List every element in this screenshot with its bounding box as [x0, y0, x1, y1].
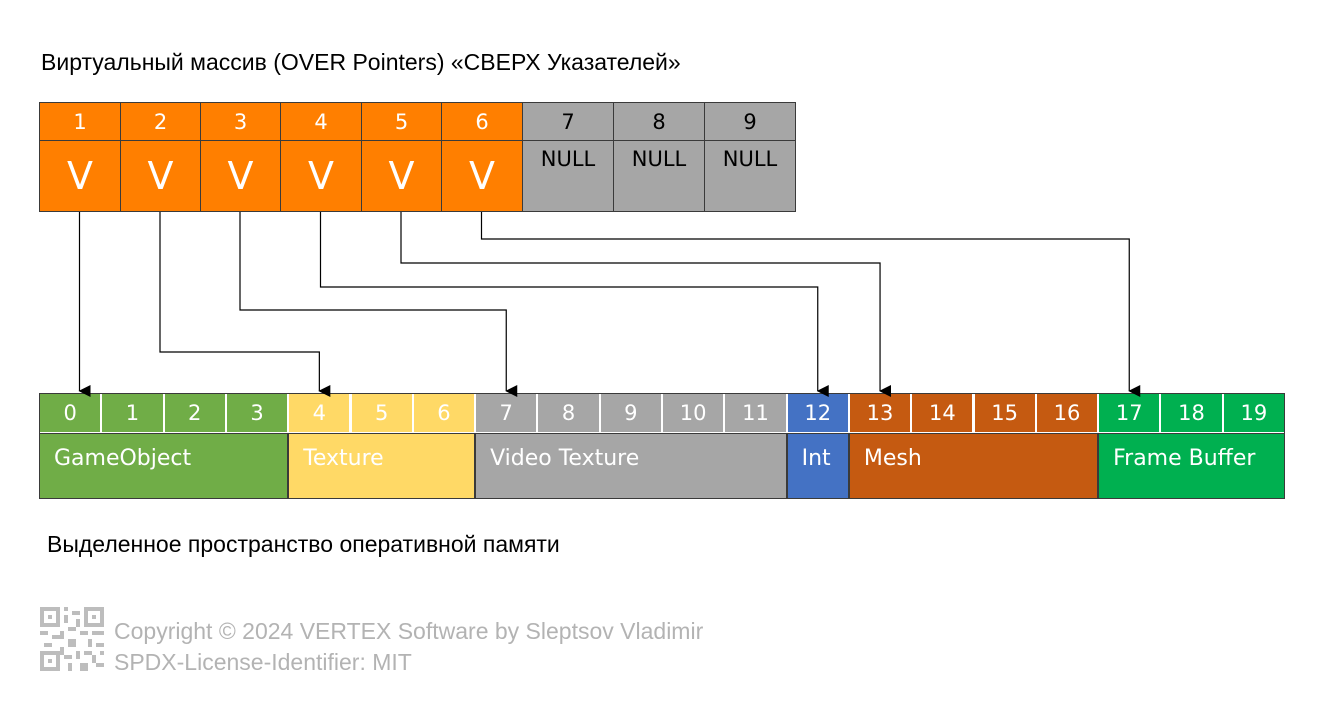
pointer-index: 1 — [39, 102, 121, 141]
pointer-arrow — [239, 212, 518, 397]
pointer-value-virtual: V — [441, 140, 523, 212]
memory-index: 1 — [101, 393, 164, 433]
memory-index: 3 — [225, 393, 289, 433]
memory-index: 4 — [288, 393, 351, 433]
memory-index: 11 — [724, 393, 787, 433]
pointer-value-null: NULL — [704, 140, 796, 212]
footer-copyright: Copyright © 2024 VERTEX Software by Slep… — [114, 618, 704, 644]
pointer-value-virtual: V — [200, 140, 281, 212]
memory-caption: Выделенное пространство оперативной памя… — [47, 531, 560, 557]
memory-index: 17 — [1098, 393, 1161, 433]
memory-index: 5 — [350, 393, 413, 433]
memory-block-label: Int — [786, 433, 849, 499]
memory-block-label: Video Texture — [475, 433, 787, 499]
pointer-arrow — [400, 212, 892, 397]
memory-block-label: Mesh — [848, 433, 1099, 499]
memory-block-label: Frame Buffer — [1098, 433, 1285, 499]
memory-index: 6 — [412, 393, 476, 433]
memory-block-label: GameObject — [39, 433, 289, 499]
memory-index: 12 — [786, 393, 849, 433]
pointer-index: 6 — [441, 102, 523, 141]
memory-index: 19 — [1222, 393, 1285, 433]
memory-index: 16 — [1035, 393, 1099, 433]
pointer-arrow — [319, 212, 829, 397]
memory-index: 0 — [39, 393, 102, 433]
qr-code-icon — [40, 607, 104, 671]
pointer-value-virtual: V — [120, 140, 201, 212]
memory-index: 18 — [1160, 393, 1223, 433]
memory-index: 2 — [163, 393, 226, 433]
memory-index: 15 — [973, 393, 1036, 433]
memory-block-label: Texture — [288, 433, 476, 499]
memory-index: 13 — [848, 393, 912, 433]
pointer-value-virtual: V — [280, 140, 362, 212]
pointer-value-null: NULL — [522, 140, 614, 212]
memory-index: 10 — [662, 393, 725, 433]
pointer-index: 8 — [613, 102, 705, 141]
pointer-arrow — [480, 212, 1141, 397]
footer-license: SPDX-License-Identifier: MIT — [114, 649, 412, 675]
pointer-value-null: NULL — [613, 140, 705, 212]
diagram-title: Виртуальный массив (OVER Pointers) «СВЕР… — [41, 49, 681, 75]
pointer-value-virtual: V — [361, 140, 442, 212]
pointer-arrow — [159, 212, 331, 397]
pointer-index: 7 — [522, 102, 614, 141]
